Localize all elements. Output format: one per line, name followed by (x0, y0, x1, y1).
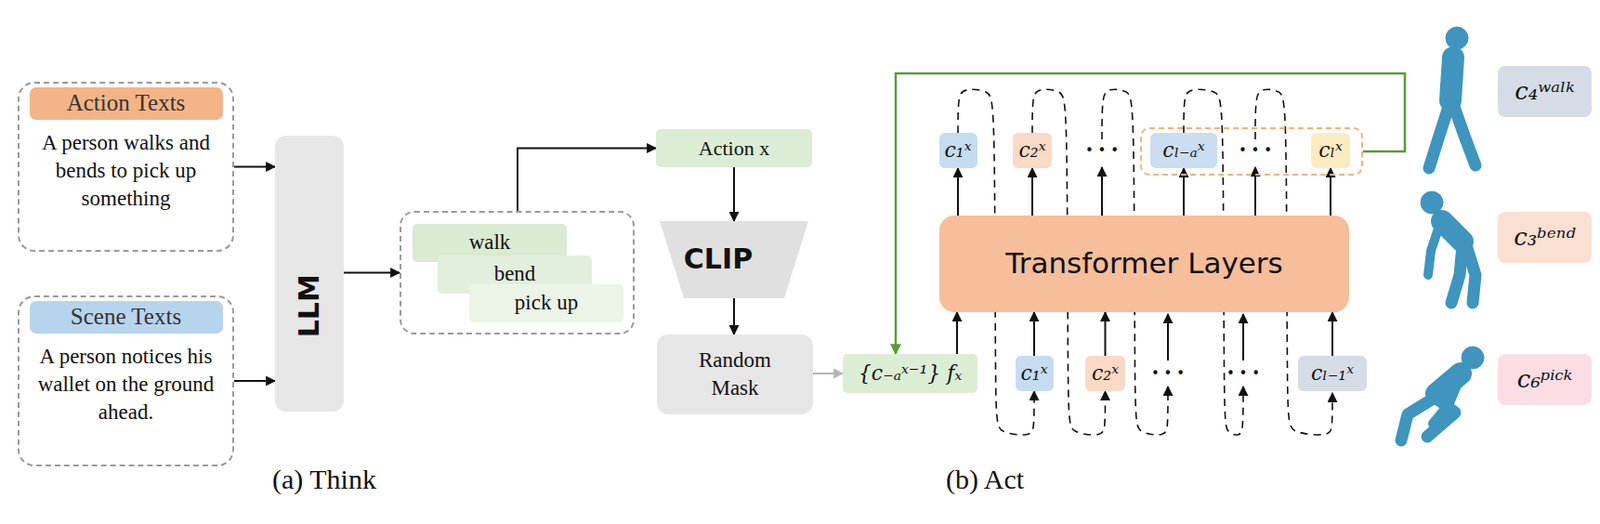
connector-arrow (343, 272, 400, 275)
panel-caption: (b) Act (945, 463, 1024, 496)
node-text: Random Mask (683, 346, 787, 403)
node-text: c₁ˣ (1021, 361, 1049, 385)
connector-arrow (234, 380, 276, 382)
action-word: pick up (469, 284, 624, 323)
node-text: Transformer Layers (1005, 247, 1283, 281)
connector-arrow (1033, 312, 1036, 356)
node-text: c₂ˣ (1019, 138, 1047, 162)
connector-arrow (1331, 312, 1334, 356)
node-text: c₂ˣ (1091, 361, 1119, 385)
picking-figure (1401, 346, 1484, 441)
node-text: cₗˣ (1318, 138, 1342, 162)
token-box: c₂ˣ (1085, 355, 1126, 392)
node-text: bend (494, 262, 537, 287)
mask-box: Random Mask (656, 334, 814, 415)
text-card: Action Texts A person walks and bends to … (17, 81, 235, 252)
token-box: c₁ˣ (939, 132, 978, 169)
node-text: cₗ₋ₐˣ (1162, 138, 1205, 162)
token-box: c₁ˣ (1015, 355, 1054, 392)
connector-arrow (895, 73, 1405, 355)
motion-token-label: c₃ᵇᵉⁿᵈ (1497, 211, 1592, 263)
transformer-block: Transformer Layers (939, 215, 1350, 313)
walking-figure (1429, 26, 1476, 169)
connector-arrow (813, 372, 843, 375)
node-text: Action x (698, 136, 770, 160)
node-text: LLM (293, 274, 327, 338)
node-text: c₁ˣ (944, 138, 972, 162)
connector-arrow (517, 148, 656, 212)
connector-arrow (1104, 312, 1107, 356)
motion-token-label: c₆ᵖⁱᶜᵏ (1497, 354, 1592, 406)
connector-arrow (956, 312, 958, 355)
ellipsis: • • • (1085, 142, 1119, 159)
action-group: walk bend pick up (399, 210, 635, 335)
connector-arrow (234, 166, 276, 169)
node-text: c₃ᵇᵉⁿᵈ (1513, 223, 1575, 252)
connector-arrow (733, 167, 735, 222)
node-text: c₆ᵖⁱᶜᵏ (1517, 366, 1573, 394)
clip-encoder: CLIP (659, 221, 809, 299)
card-body: A person notices his wallet on the groun… (30, 342, 222, 427)
motion-token-label: c₄ʷᵃˡᵏ (1497, 65, 1592, 118)
node-text: pick up (514, 290, 578, 315)
card-body: A person walks and bends to pick up some… (30, 129, 222, 213)
ellipsis: • • • (1226, 365, 1260, 382)
node-text: CLIP (683, 243, 753, 276)
token-box: c₂ˣ (1012, 132, 1052, 169)
condition-token: {c₋ₐˣ⁻¹} fₓ (842, 354, 978, 394)
connector-arrow (957, 168, 959, 216)
node-text: {c₋ₐˣ⁻¹} fₓ (858, 361, 962, 385)
bending-figure (1420, 191, 1476, 303)
panel-caption: (a) Think (272, 463, 377, 496)
token-box: cₗ₋₁ˣ (1298, 355, 1367, 392)
ellipsis: • • • (1151, 365, 1185, 382)
text-card: Scene Texts A person notices his wallet o… (17, 295, 235, 467)
llm-block: LLM (275, 135, 344, 412)
token-box: cₗˣ (1311, 132, 1351, 169)
connector-arrow (733, 298, 735, 335)
card-heading: Action Texts (29, 87, 223, 120)
token-box: cₗ₋ₐˣ (1150, 132, 1218, 169)
card-heading: Scene Texts (29, 301, 223, 334)
node-text: walk (469, 230, 512, 255)
ellipsis: • • • (1238, 142, 1273, 159)
action-box: Action x (655, 129, 813, 168)
node-text: cₗ₋₁ˣ (1311, 361, 1354, 385)
node-text: c₄ʷᵃˡᵏ (1514, 78, 1575, 106)
connector-arrow (1031, 168, 1034, 216)
